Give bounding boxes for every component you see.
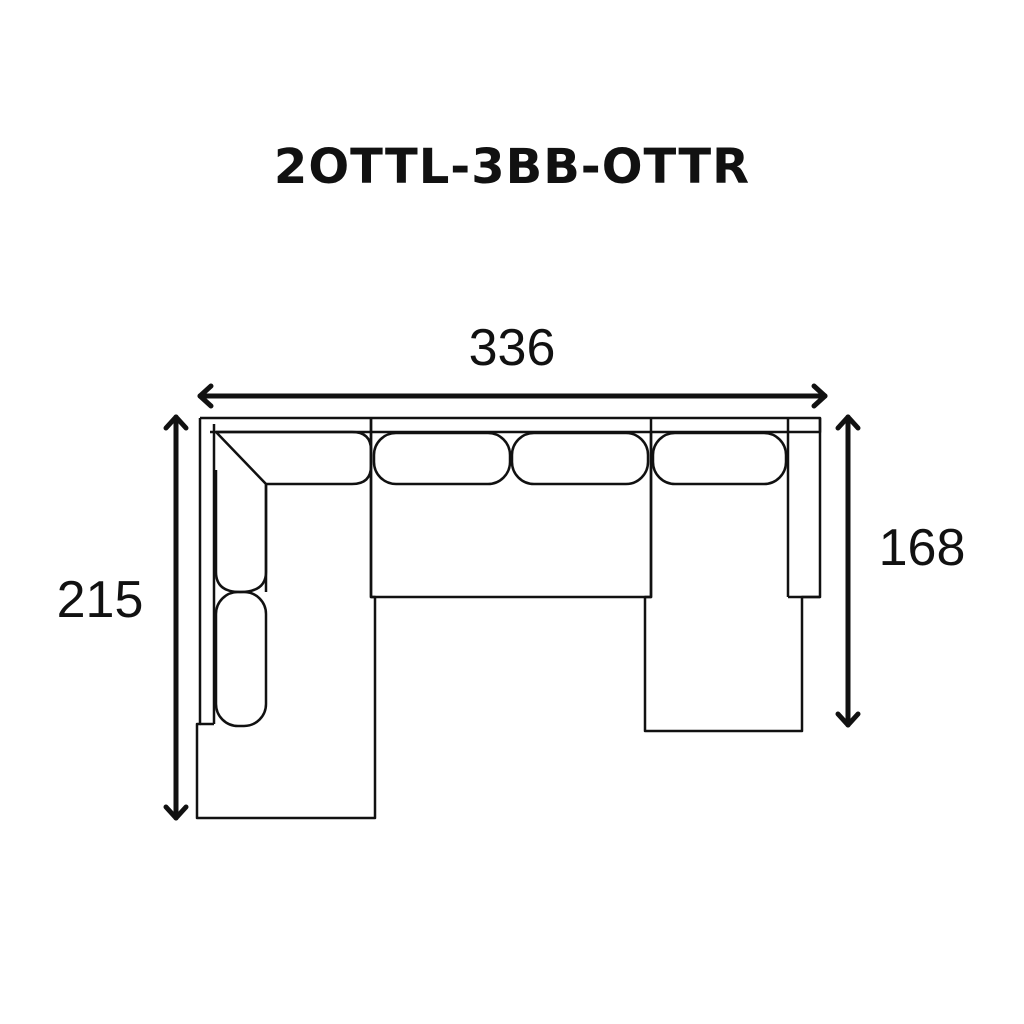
right-chaise-outer — [643, 418, 822, 733]
right-depth-label: 168 — [878, 519, 966, 577]
left-chaise-outer — [195, 418, 377, 820]
left-corner-side-cushion — [214, 470, 268, 594]
model-title: 2OTTL-3BB-OTTR — [273, 139, 751, 195]
sofa-body — [195, 416, 822, 820]
right-depth-dimension-arrow — [835, 414, 861, 728]
back-rest — [200, 416, 822, 434]
width-label: 336 — [468, 319, 556, 377]
middle-back-cushion-1 — [372, 431, 512, 486]
left-depth-dimension-arrow — [163, 414, 189, 821]
corner-seat-diagonal — [215, 431, 268, 592]
left-side-cushion — [214, 590, 268, 728]
middle-back-cushion-2 — [510, 431, 650, 486]
left-depth-label: 215 — [56, 571, 144, 629]
right-back-cushion — [651, 431, 788, 486]
corner-back-cushion — [216, 430, 373, 486]
width-dimension-arrow — [197, 383, 828, 409]
